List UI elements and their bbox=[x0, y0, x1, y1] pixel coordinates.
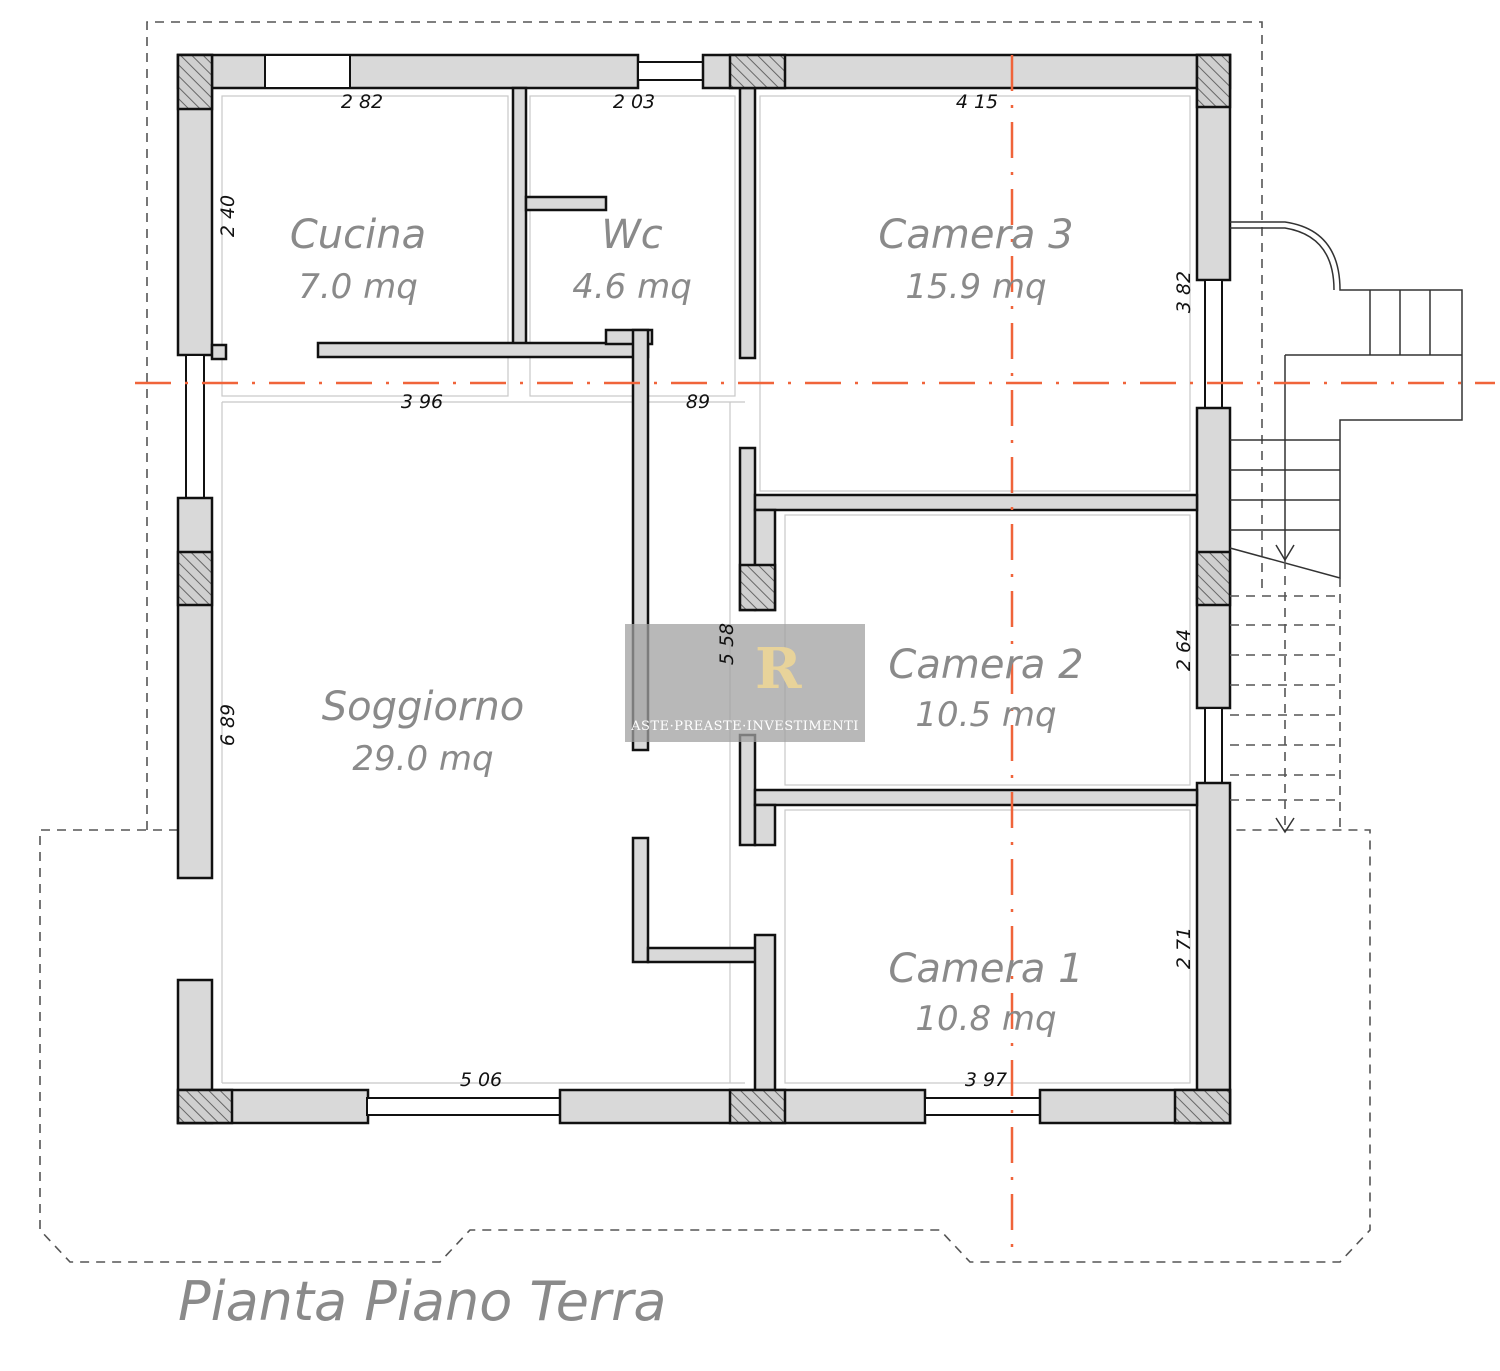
watermark-text: ASTE·PREASTE·INVESTIMENTI bbox=[631, 719, 859, 734]
section-axes bbox=[135, 55, 1495, 1250]
room-name-camera3: Camera 3 bbox=[878, 212, 1073, 258]
room-area-camera2: 10.5 mq bbox=[915, 695, 1056, 735]
room-area-cucina: 7.0 mq bbox=[298, 267, 418, 307]
watermark-logo: R bbox=[755, 636, 802, 702]
room-area-soggiorno: 29.0 mq bbox=[352, 739, 493, 779]
dim-soggiorno-height: 6 89 bbox=[217, 704, 239, 746]
dim-soggiorno-upper-width: 3 96 bbox=[401, 391, 443, 413]
dim-camera3-height: 3 82 bbox=[1173, 271, 1195, 313]
room-name-camera1: Camera 1 bbox=[888, 946, 1083, 992]
room-area-camera1: 10.8 mq bbox=[915, 999, 1056, 1039]
room-area-camera3: 15.9 mq bbox=[905, 267, 1046, 307]
pillars bbox=[176, 53, 1232, 1125]
dim-cucina-height: 2 40 bbox=[217, 195, 239, 237]
dimension-labels: 2 82 2 03 4 15 2 40 3 96 89 3 82 2 64 6 … bbox=[217, 91, 1195, 1091]
exterior-stairs bbox=[1229, 221, 1463, 834]
dim-cucina-width: 2 82 bbox=[341, 91, 383, 113]
room-name-cucina: Cucina bbox=[290, 212, 426, 258]
dim-camera2-height: 2 64 bbox=[1173, 629, 1195, 671]
dim-corridor-width: 89 bbox=[686, 391, 710, 413]
dimension-lines bbox=[221, 95, 1191, 1084]
watermark: R ASTE·PREASTE·INVESTIMENTI bbox=[625, 624, 865, 742]
roof-outline bbox=[39, 21, 1371, 1263]
dim-soggiorno-width: 5 06 bbox=[460, 1069, 502, 1091]
dim-wc-width: 2 03 bbox=[613, 91, 655, 113]
room-name-soggiorno: Soggiorno bbox=[322, 684, 525, 730]
dim-camera1-height: 2 71 bbox=[1173, 927, 1195, 969]
room-name-camera2: Camera 2 bbox=[888, 642, 1083, 688]
room-labels: Cucina 7.0 mq Wc 4.6 mq Camera 3 15.9 mq… bbox=[290, 212, 1084, 1039]
dim-camera1-width: 3 97 bbox=[965, 1069, 1007, 1091]
plan-title: Pianta Piano Terra bbox=[178, 1270, 666, 1333]
dim-corridor-length: 5 58 bbox=[716, 622, 738, 666]
room-area-wc: 4.6 mq bbox=[572, 267, 692, 307]
room-name-wc: Wc bbox=[601, 212, 663, 258]
dim-camera3-width: 4 15 bbox=[956, 91, 998, 113]
